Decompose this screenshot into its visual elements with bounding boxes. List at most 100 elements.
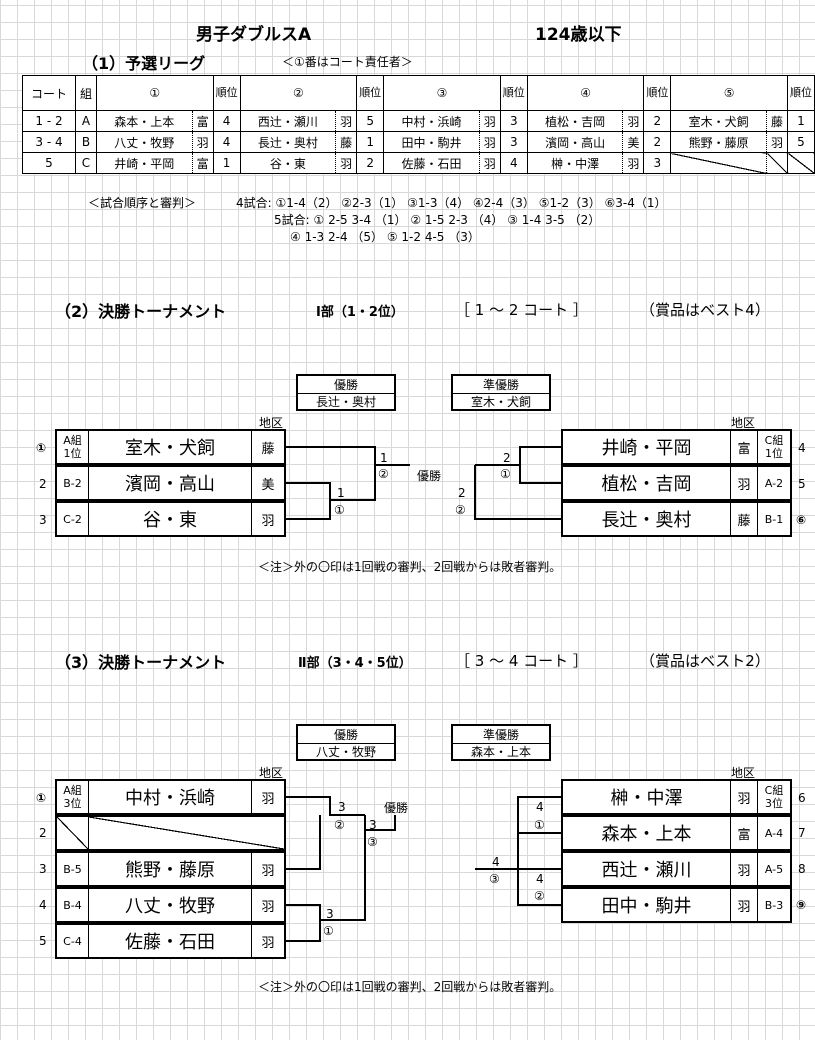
t2-score-c: 3 [326,907,334,921]
t2-runner-slip: 準優勝 森本・上本 [451,724,551,761]
t2-winner-name: 八丈・牧野 [315,745,376,760]
empty-slot [787,152,815,174]
section2-division: Ⅰ部（1・2位） [316,305,404,320]
region-label: 羽 [261,935,275,951]
pair-rank: 5 [356,110,385,132]
pair-name: 井崎・平岡 [563,431,731,463]
t2-score-a: 3 [338,800,346,814]
court-cell: 5 [22,152,76,174]
group-cell: C [75,152,97,174]
pair-name: 佐藤・石田 [383,152,480,174]
pair-name: 田中・駒井 [563,889,731,921]
t1-runner-label: 準優勝 [453,376,549,394]
pair-name: 中村・浜崎 [383,110,480,132]
t2-ref-b: ③ [367,835,378,849]
pair-rank: 2 [643,110,672,132]
t1-score-r2: 2 [458,486,466,500]
pair-name: 森本・上本 [563,817,731,849]
pair-name: 佐藤・石田 [89,925,252,957]
t2-right-num-7: 7 [798,826,806,840]
t1-ref-r2: ② [455,503,466,517]
t1-ref-l1: ② [378,467,389,481]
pair-name: 室木・犬飼 [89,431,252,463]
t1-left-entry-3: C-2 谷・東 羽 [55,501,286,537]
region-label: 羽 [731,467,758,499]
pair-pref: 富 [191,110,214,132]
section3-prize: （賞品はベスト2） [640,652,770,670]
t1-winner-slip: 優勝 長辻・奥村 [296,374,396,411]
t2-line-a2 [286,815,321,870]
pair-rank: 1 [212,152,241,174]
t2-right-num-9: ⑨ [796,898,807,912]
pair-rank: 1 [787,110,815,132]
pair-rank: 4 [499,152,528,174]
pair-name: 八丈・牧野 [89,889,252,921]
t2-left-entry-5: C-4 佐藤・石田 羽 [55,923,286,959]
pair-rank: 5 [787,131,815,153]
seed-label: B-5 [57,853,89,885]
pair-name: 西辻・瀬川 [239,110,336,132]
seed-label: C-4 [57,925,89,957]
order-line-5games-a: 5試合: ① 2-5 3-4 （1） ② 1-5 2-3 （4） ③ 1-4 3… [274,213,601,227]
seed-label: B-4 [57,889,89,921]
pair-rank: 3 [499,131,528,153]
pair-name: 西辻・瀬川 [563,853,731,885]
t2-score-b: 3 [369,818,377,832]
t2-runner-label: 準優勝 [453,726,549,744]
pair-name: 谷・東 [89,503,252,535]
pair-name: 井崎・平岡 [96,152,193,174]
pair-rank: 4 [212,110,241,132]
section3-courts: ［ 3 ～ 4 コート ］ [455,652,588,670]
t1-winner-name: 長辻・奥村 [315,395,376,410]
t1-right-num-6: ⑥ [796,513,807,527]
region-label: 富 [731,817,758,849]
t1-left-entry-1: A組 1位 室木・犬飼 藤 [55,429,286,465]
pair-rank: 1 [356,131,385,153]
t1-runner-slip: 準優勝 室木・犬飼 [451,374,551,411]
t2-winner-slip: 優勝 八丈・牧野 [296,724,396,761]
pair-rank: 4 [212,131,241,153]
t2-score-d: 4 [536,800,544,814]
t2-runner-name: 森本・上本 [470,745,531,760]
entry-header-5: ⑤ [670,75,788,111]
t2-ref-a: ② [334,818,345,832]
t1-left-entry-2: B-2 濱岡・高山 美 [55,465,286,501]
t1-line-r3 [474,465,561,520]
pair-pref: 羽 [478,152,501,174]
pair-pref: 富 [191,152,214,174]
rank-header-1: 順位 [212,75,241,111]
region-label: 羽 [261,899,275,915]
t2-right-num-6: 6 [798,791,806,805]
group-cell: A [75,110,97,132]
t1-line-r1 [475,446,561,466]
t2-left-num-4: 4 [39,898,47,912]
t2-right-entry-8: 西辻・瀬川 羽 A-5 [561,851,792,887]
section2-prize: （賞品はベスト4） [640,301,770,319]
entry-header-2: ② [239,75,358,111]
t2-winner-label: 優勝 [298,726,394,744]
empty-slot [89,817,284,849]
pair-rank: 3 [643,152,672,174]
court-cell: 3 - 4 [22,131,76,153]
t1-runner-name: 室木・犬飼 [470,395,531,410]
t1-left-num-1: ① [36,441,47,455]
t2-left-num-3: 3 [39,862,47,876]
t2-right-entry-6: 榊・中澤 羽 C組 3位 [561,779,792,815]
age-category: 124歳以下 [535,25,622,45]
pair-name: 八丈・牧野 [96,131,193,153]
rank-header-3: 順位 [499,75,528,111]
pair-name: 熊野・藤原 [670,131,767,153]
seed-label: B-3 [764,898,784,912]
pair-name: 長辻・奥村 [563,503,731,535]
region-label: 美 [261,477,275,493]
pair-name: 榊・中澤 [563,781,731,813]
rank-header-4: 順位 [643,75,672,111]
region-label: 羽 [261,863,275,879]
t1-line-l2 [286,465,376,501]
pair-pref: 羽 [335,110,358,132]
t2-region-left: 地区 [259,766,284,780]
league-table: コート 組 ① 順位 ② 順位 ③ 順位 ④ 順位 ⑤ 順位 1 - 2 A 森… [22,75,815,174]
t2-line-c2 [286,905,321,942]
t1-line-l1 [286,446,410,466]
